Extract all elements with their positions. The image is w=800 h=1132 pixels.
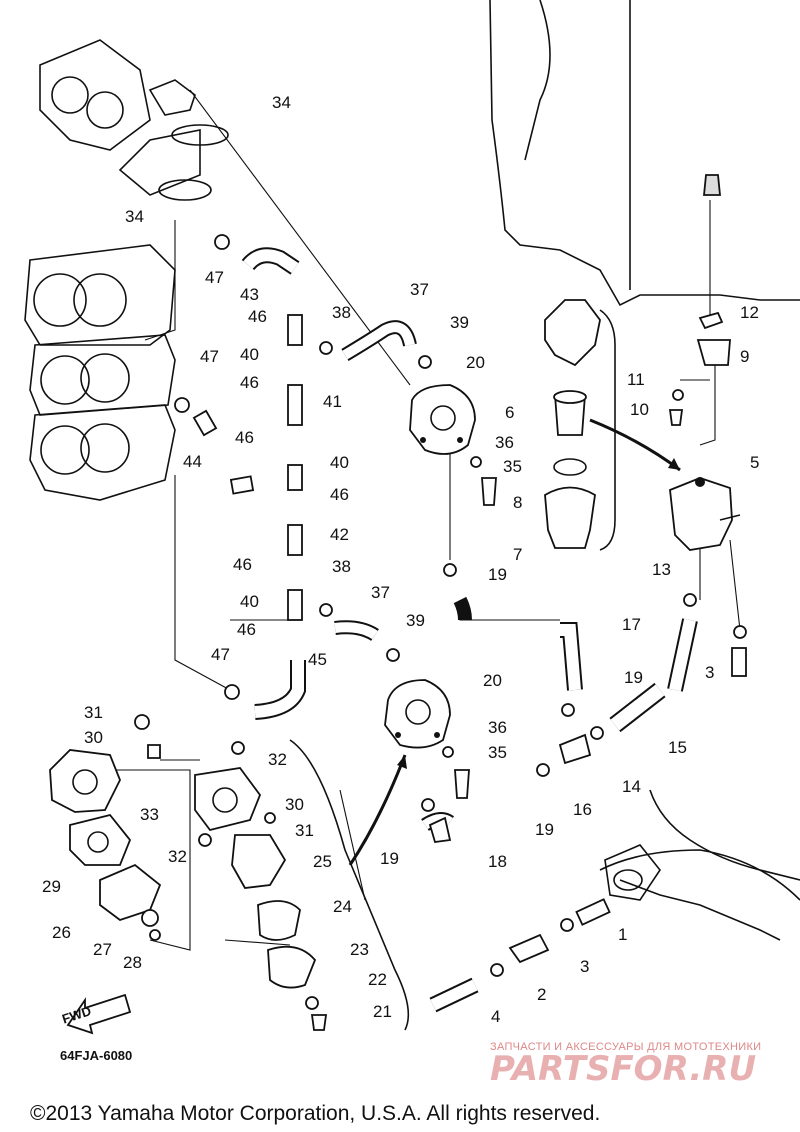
callout-21: 21 [373, 1002, 392, 1021]
carburetor-bank [24, 244, 176, 501]
callout-42: 42 [330, 525, 349, 544]
callout-36b: 36 [488, 718, 507, 737]
callout-33: 33 [140, 805, 159, 824]
callout-29: 29 [42, 877, 61, 896]
fuel-primer-bits [696, 174, 731, 366]
callout-46d: 46 [330, 485, 349, 504]
callout-46b: 46 [240, 373, 259, 392]
callout-19a: 19 [488, 565, 507, 584]
callout-3b: 3 [580, 957, 589, 976]
callout-46f: 46 [237, 620, 256, 639]
callout-1: 1 [618, 925, 627, 944]
callout-36a: 36 [495, 433, 514, 452]
callout-37a: 37 [410, 280, 429, 299]
callout-34a: 34 [272, 93, 291, 112]
fuel-pump-upper [409, 384, 476, 455]
callout-38a: 38 [332, 303, 351, 322]
fuel-filter-parts [544, 299, 601, 549]
engine-block-outline [489, 0, 800, 941]
callout-14: 14 [622, 777, 641, 796]
watermark-tagline: ЗАПЧАСТИ И АКСЕССУАРЫ ДЛЯ МОТОТЕХНИКИ [490, 1041, 761, 1053]
callout-25: 25 [313, 852, 332, 871]
callout-35b: 35 [488, 743, 507, 762]
fwd-arrow [66, 993, 132, 1035]
callout-40c: 40 [240, 592, 259, 611]
callout-17: 17 [622, 615, 641, 634]
callout-26: 26 [52, 923, 71, 942]
callout-13: 13 [652, 560, 671, 579]
callout-44: 44 [183, 452, 202, 471]
callout-37b: 37 [371, 583, 390, 602]
callout-24: 24 [333, 897, 352, 916]
fuel-pump-lower [384, 679, 451, 749]
group-brackets [289, 309, 681, 1031]
callout-18: 18 [488, 852, 507, 871]
callout-31a: 31 [84, 703, 103, 722]
callout-22: 22 [368, 970, 387, 989]
callout-19b: 19 [624, 668, 643, 687]
callout-27: 27 [93, 940, 112, 959]
callout-3a: 3 [705, 663, 714, 682]
callout-39b: 39 [406, 611, 425, 630]
callout-19c: 19 [535, 820, 554, 839]
fuel-filter-body [669, 477, 741, 551]
callout-32a: 32 [268, 750, 287, 769]
callout-16: 16 [573, 800, 592, 819]
callout-10: 10 [630, 400, 649, 419]
callout-23: 23 [350, 940, 369, 959]
fittings-and-clips [174, 234, 747, 977]
callout-46c: 46 [235, 428, 254, 447]
watermark-logo: PARTSFOR.RU [490, 1049, 756, 1089]
callout-20b: 20 [483, 671, 502, 690]
callout-19d: 19 [380, 849, 399, 868]
callout-39a: 39 [450, 313, 469, 332]
callout-2: 2 [537, 985, 546, 1004]
callout-34b: 34 [125, 207, 144, 226]
callout-6: 6 [505, 403, 514, 422]
callout-43: 43 [240, 285, 259, 304]
callout-47b: 47 [200, 347, 219, 366]
callout-28: 28 [123, 953, 142, 972]
diagram-code: 64FJA-6080 [60, 1048, 132, 1063]
callout-46e: 46 [233, 555, 252, 574]
copyright-notice: ©2013 Yamaha Motor Corporation, U.S.A. A… [30, 1102, 600, 1125]
callout-46a: 46 [248, 307, 267, 326]
callout-38b: 38 [332, 557, 351, 576]
callout-12: 12 [740, 303, 759, 322]
callout-40a: 40 [240, 345, 259, 364]
callout-47a: 47 [205, 268, 224, 287]
callout-45: 45 [308, 650, 327, 669]
callout-8: 8 [513, 493, 522, 512]
callout-41: 41 [323, 392, 342, 411]
callout-30b: 30 [285, 795, 304, 814]
callout-5: 5 [750, 453, 759, 472]
callout-30a: 30 [84, 728, 103, 747]
callout-47c: 47 [211, 645, 230, 664]
intake-manifold-assembly [39, 39, 229, 201]
callout-4: 4 [491, 1007, 500, 1026]
callout-31b: 31 [295, 821, 314, 840]
callout-32b: 32 [168, 847, 187, 866]
callout-11: 11 [627, 370, 645, 389]
callout-40b: 40 [330, 453, 349, 472]
callout-20a: 20 [466, 353, 485, 372]
primer-pump-assembly [49, 714, 328, 1031]
callout-35a: 35 [503, 457, 522, 476]
callout-15: 15 [668, 738, 687, 757]
callout-9: 9 [740, 347, 749, 366]
callout-7: 7 [513, 545, 522, 564]
hoses [241, 247, 698, 1013]
